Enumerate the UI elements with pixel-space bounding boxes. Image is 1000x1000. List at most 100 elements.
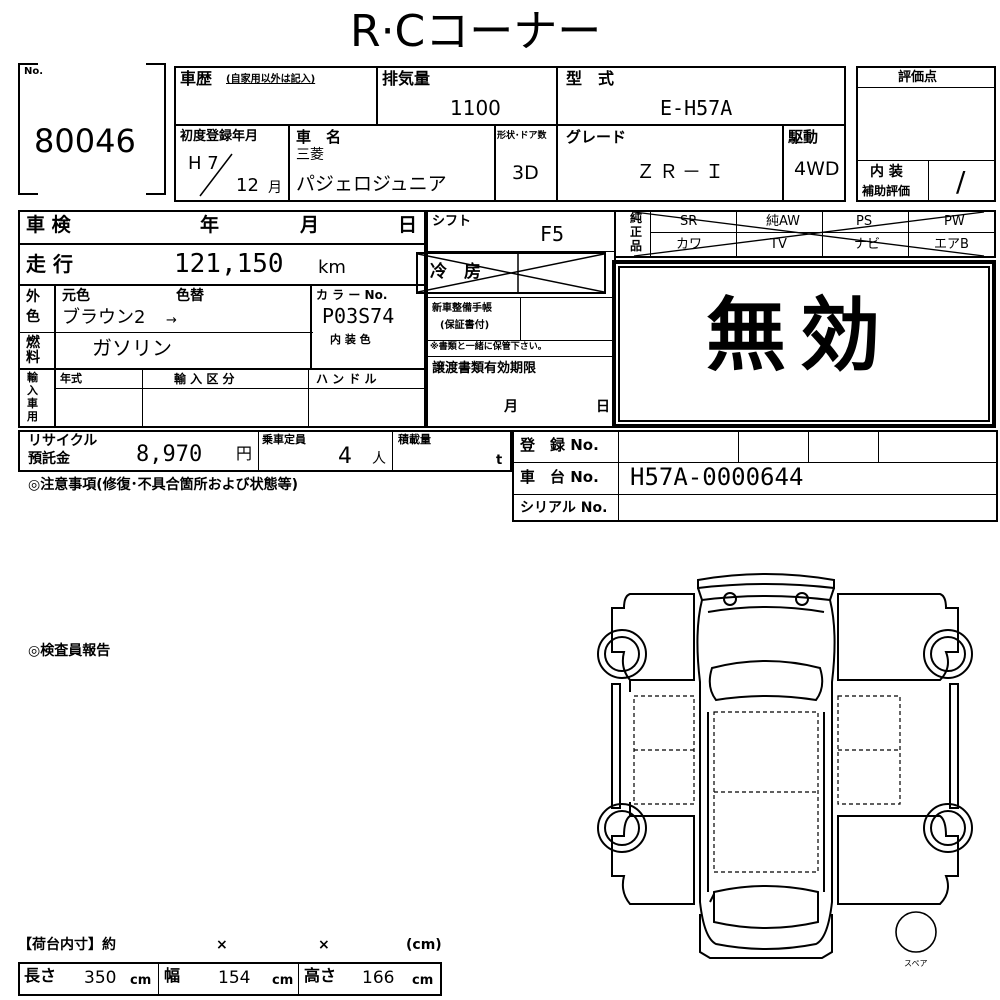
invalid-stamp-text: 無効 — [706, 289, 894, 382]
cargo-height-value: 166 — [362, 968, 395, 988]
caution-note: ◎注意事項(修復･不具合箇所および状態等) — [28, 477, 299, 493]
first-reg-month: 12 — [236, 175, 259, 196]
lot-number: 80046 — [34, 122, 136, 160]
history-label: 車歴 — [180, 69, 213, 88]
left-detail-grid — [18, 210, 426, 428]
genuine-airbag: エアB — [934, 237, 969, 252]
car-name-value: パジェロジュニア — [296, 173, 447, 195]
load-label: 積載量 — [398, 433, 431, 446]
transfer-docs-label: 譲渡書類有効期限 — [432, 361, 537, 376]
model-value: E-H57A — [660, 96, 733, 120]
genuine-strike-lines — [633, 211, 985, 257]
recycle-label-1: リサイクル — [28, 433, 98, 449]
cargo-length-unit: cm — [130, 973, 152, 988]
orig-color-label: 元色 — [62, 288, 90, 304]
transfer-docs-month: 月 — [504, 399, 518, 415]
lot-no-label: No. — [24, 66, 44, 77]
recycle-label-2: 預託金 — [28, 451, 70, 467]
color-side-2: 色 — [26, 309, 40, 325]
car-damage-diagram — [597, 573, 973, 959]
shape-label: 形状･ドア数 — [497, 131, 547, 141]
inspection-month: 月 — [300, 214, 320, 236]
displacement-value: 1100 — [450, 96, 501, 120]
cargo-table — [18, 962, 442, 996]
model-label: 型 式 — [566, 69, 615, 88]
shift-column — [426, 210, 616, 428]
cargo-label: 【荷台内寸】約 — [18, 937, 116, 953]
first-reg-label: 初度登録年月 — [180, 129, 259, 144]
lot-number-box: No. 80046 — [18, 63, 168, 195]
fuel-side-2: 料 — [26, 350, 40, 366]
import-side-4: 用 — [27, 410, 38, 423]
cooler-label: 冷 房 — [430, 262, 481, 282]
recycle-value: 8,970 — [136, 442, 203, 467]
cargo-width-unit: cm — [272, 973, 294, 988]
invalid-stamp-box — [612, 260, 996, 428]
evaluation-box — [856, 66, 996, 202]
inspection-day: 日 — [398, 214, 418, 236]
vehicle-info-grid — [174, 66, 846, 202]
import-side-3: 車 — [27, 397, 38, 410]
genuine-tv: TV — [770, 237, 787, 252]
cargo-x1: × — [216, 937, 228, 953]
drive-value: 4WD — [794, 158, 840, 180]
shift-value: F5 — [540, 222, 565, 246]
orig-color-value: ブラウン2 — [62, 307, 146, 328]
import-year-label: 年式 — [60, 372, 82, 385]
mileage-label: 走 行 — [26, 252, 73, 276]
page-title: R·Cコーナー — [350, 6, 602, 57]
inspection-label: 車 検 — [26, 214, 71, 236]
mileage-value: 121,150 — [174, 249, 284, 279]
recycle-row — [18, 430, 512, 472]
capacity-unit: 人 — [372, 451, 386, 467]
cargo-height-label: 高さ — [304, 966, 337, 985]
displacement-label: 排気量 — [382, 69, 431, 88]
evaluation-label: 評価点 — [898, 70, 938, 85]
registration-block — [512, 430, 998, 522]
genuine-navi: ナビ — [854, 237, 881, 252]
cooler-box: 冷 房 — [416, 252, 606, 294]
first-reg-slash — [199, 153, 233, 197]
color-no-label: カ ラ ー No. — [316, 288, 388, 302]
chassis-label: 車 台 No. — [520, 468, 599, 486]
first-reg-era: H 7 — [188, 153, 219, 174]
load-unit: t — [496, 453, 503, 468]
cargo-unit-header: (cm) — [406, 937, 442, 953]
shape-value: 3D — [512, 162, 539, 184]
cargo-length-value: 350 — [84, 968, 117, 988]
car-maker: 三菱 — [296, 147, 324, 163]
genuine-pw: PW — [944, 214, 965, 229]
genuine-parts-table — [614, 210, 996, 258]
mileage-unit: km — [318, 257, 346, 278]
genuine-label-2: 正 — [630, 225, 643, 239]
interior-value: / — [956, 165, 966, 198]
inspector-report-label: ◎検査員報告 — [28, 643, 111, 659]
shift-label: シフト — [432, 214, 472, 229]
inspection-year: 年 — [200, 214, 220, 236]
recycle-unit: 円 — [236, 444, 253, 463]
transfer-docs-day: 日 — [596, 399, 610, 415]
fuel-side-1: 燃 — [26, 335, 40, 351]
genuine-ps: PS — [856, 214, 873, 229]
grade-value: ＺＲ－Ｉ — [636, 161, 729, 183]
registration-label: 登 録 No. — [520, 436, 599, 454]
interior-color-label: 内 装 色 — [330, 333, 371, 346]
color-side-1: 外 — [26, 289, 40, 305]
genuine-label-3: 品 — [630, 239, 643, 253]
import-side-2: 入 — [27, 384, 38, 397]
warranty-sub-label: (保証書付) — [440, 320, 490, 331]
cargo-width-value: 154 — [218, 968, 251, 988]
cargo-x2: × — [318, 937, 330, 953]
serial-label: シリアル No. — [520, 500, 608, 516]
genuine-aw: 純AW — [766, 214, 801, 229]
import-side-1: 輸 — [27, 371, 38, 384]
color-no-value: P03S74 — [322, 304, 395, 328]
cargo-width-label: 幅 — [164, 966, 181, 985]
first-reg-month-unit: 月 — [268, 180, 282, 196]
chassis-value: H57A-0000644 — [630, 463, 804, 491]
cargo-length-label: 長さ — [24, 966, 57, 985]
grade-label: グレード — [566, 128, 627, 146]
drive-label: 駆動 — [788, 128, 819, 146]
interior-label: 内 装 — [870, 164, 903, 180]
color-arrow: → — [166, 313, 177, 328]
